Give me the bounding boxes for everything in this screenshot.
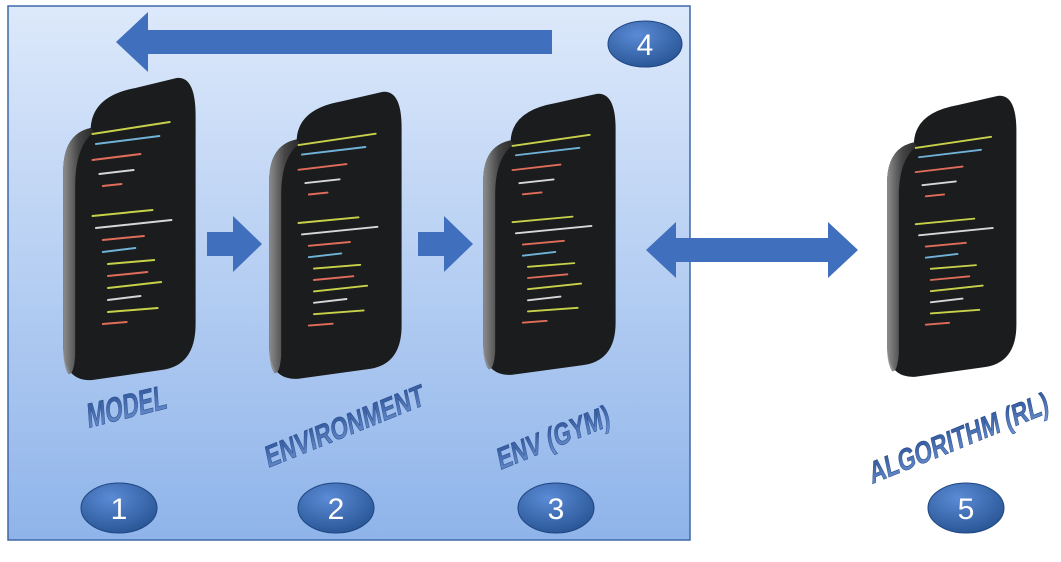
badge-4: 4 (607, 20, 683, 68)
right-arrow-icon (207, 216, 262, 272)
badge-3: 3 (517, 482, 595, 534)
badge-2: 2 (297, 482, 375, 534)
badge-3-text: 3 (548, 493, 565, 526)
left-arrow-icon (116, 12, 552, 72)
badge-2-text: 2 (328, 493, 345, 526)
badge-1-text: 1 (111, 493, 128, 526)
badge-1: 1 (80, 482, 158, 534)
badge-5-text: 5 (958, 493, 975, 526)
code-screen-icon (886, 94, 1018, 378)
panel-label-algorithm: ALGORITHM (RL) (867, 386, 1052, 490)
badge-5: 5 (927, 482, 1005, 534)
badge-4-text: 4 (637, 29, 654, 62)
right-arrow-icon (418, 216, 473, 272)
double-arrow-icon (646, 222, 858, 278)
